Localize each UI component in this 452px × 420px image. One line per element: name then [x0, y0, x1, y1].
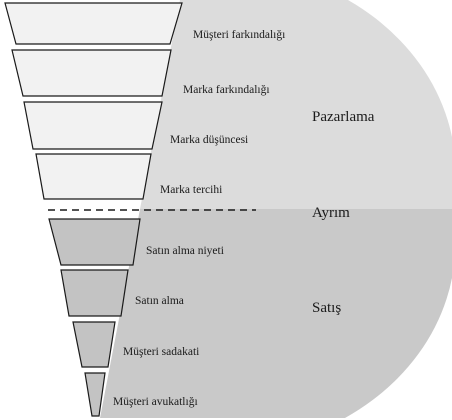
section-label-sales: Satış [312, 300, 341, 316]
step-label-6: Satın alma [135, 295, 184, 307]
funnel-step-labels: Müşteri farkındalığı Marka farkındalığı … [113, 29, 285, 408]
step-label-1: Müşteri farkındalığı [193, 29, 285, 41]
funnel-step-2 [11, 49, 172, 97]
step-label-2: Marka farkındalığı [183, 84, 270, 96]
funnel-step-6 [60, 269, 129, 317]
step-label-7: Müşteri sadakati [123, 346, 199, 358]
section-label-marketing: Pazarlama [312, 109, 375, 125]
funnel-step-1 [4, 2, 183, 45]
step-label-5: Satın alma niyeti [146, 245, 224, 257]
funnel-step-7 [72, 321, 116, 368]
section-label-divider: Ayrım [312, 205, 350, 221]
funnel-step-4 [35, 153, 152, 200]
step-label-8: Müşteri avukatlığı [113, 396, 198, 408]
step-label-3: Marka düşüncesi [170, 134, 248, 146]
funnel-step-8 [84, 372, 106, 417]
funnel-step-5 [48, 218, 141, 266]
funnel-steps [4, 2, 183, 417]
funnel-step-3 [23, 101, 163, 150]
step-label-4: Marka tercihi [160, 184, 222, 196]
